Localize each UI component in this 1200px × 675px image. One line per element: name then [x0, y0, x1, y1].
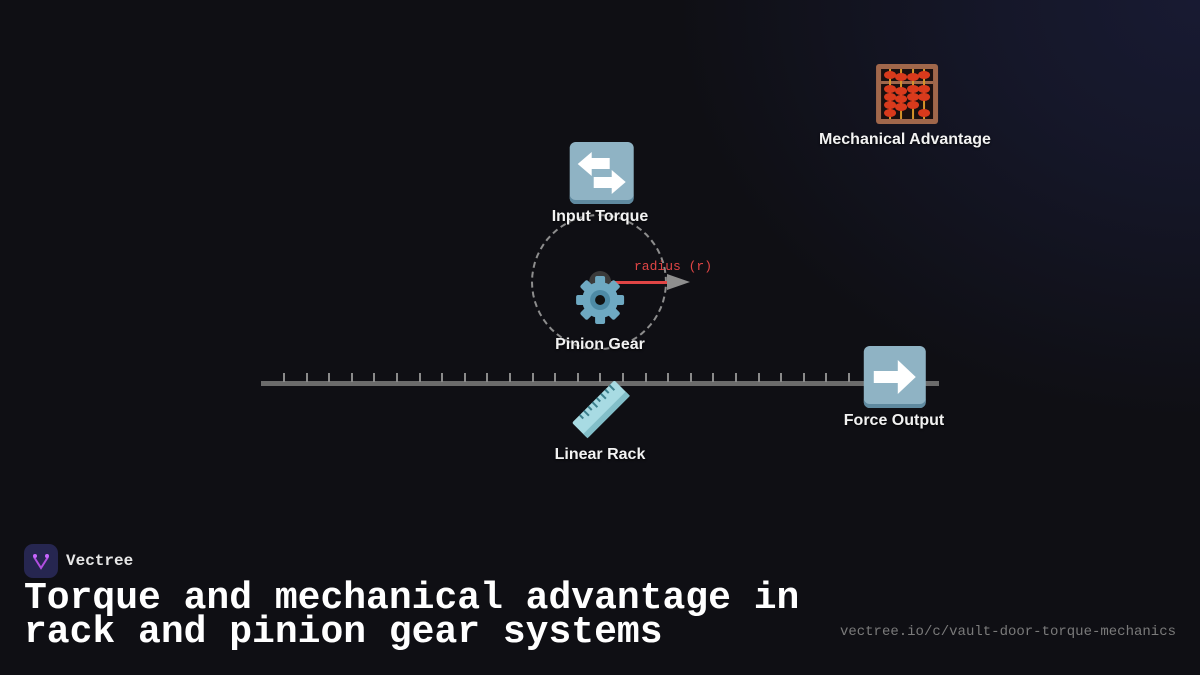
rack-tick — [509, 373, 511, 382]
rack-tick — [667, 373, 670, 382]
rack-tick — [576, 373, 579, 382]
rack-tick — [328, 373, 331, 382]
rack-tick — [599, 373, 602, 382]
rack-tick — [350, 373, 353, 382]
rack-tick — [622, 373, 624, 382]
rack-tick — [283, 373, 285, 382]
linear-rack-bar — [261, 381, 939, 386]
rack-tick — [757, 373, 760, 382]
rack-tick — [644, 373, 647, 382]
rack-tick — [486, 373, 489, 382]
rack-tick — [463, 373, 466, 382]
brand-name: Vectree — [66, 552, 134, 570]
page-title: Torque and mechanical advantage in rack … — [24, 577, 844, 654]
node-label: Linear Rack — [554, 446, 646, 463]
title-line-2: rack and pinion gear systems — [24, 611, 663, 654]
rack-tick — [780, 373, 783, 382]
rack-tick — [441, 373, 444, 382]
title-line-1: Torque and mechanical advantage in — [24, 577, 800, 620]
node-force-output: Force Output — [844, 346, 944, 430]
rack-tick — [802, 373, 805, 382]
rack-tick — [396, 373, 398, 382]
rack-tick — [418, 373, 421, 382]
counterclockwise-arrows-icon — [569, 142, 634, 204]
radius-line — [604, 281, 668, 284]
vectree-logo-icon — [24, 544, 58, 578]
node-input-torque: Input Torque — [551, 142, 649, 226]
node-label: Mechanical Advantage — [819, 131, 991, 148]
ruler-icon — [570, 378, 631, 439]
rack-tick — [305, 373, 308, 382]
brand: Vectree — [24, 544, 133, 578]
rack-tick — [848, 373, 850, 382]
rack-tick — [735, 373, 737, 382]
rack-tick — [712, 373, 715, 382]
radius-label: radius (r) — [634, 259, 713, 274]
rack-tick — [825, 373, 828, 382]
abacus-icon — [875, 63, 938, 124]
rack-tick — [531, 373, 534, 382]
node-label: Force Output — [843, 412, 945, 429]
node-linear-rack: Linear Rack — [554, 378, 646, 464]
rack-tick — [373, 373, 376, 382]
node-mechanical-advantage: Mechanical Advantage — [819, 63, 991, 149]
radius-arrow-head-icon — [667, 274, 690, 290]
node-pinion-gear: Pinion Gear — [555, 270, 645, 354]
node-label: Pinion Gear — [555, 336, 645, 353]
gear-icon — [570, 270, 630, 330]
rack-tick — [689, 373, 692, 382]
rack-tick — [554, 373, 557, 382]
node-label: Input Torque — [551, 208, 649, 225]
source-url: vectree.io/c/vault-door-torque-mechanics — [839, 624, 1176, 640]
right-arrow-icon — [864, 346, 926, 408]
